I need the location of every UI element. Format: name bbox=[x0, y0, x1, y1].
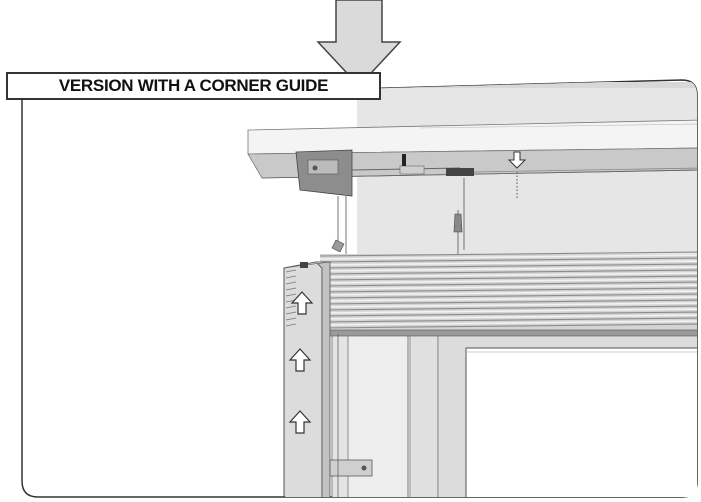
up-arrow-icon bbox=[290, 291, 314, 315]
window-frame bbox=[331, 333, 697, 497]
caption-text: VERSION WITH A CORNER GUIDE bbox=[58, 76, 329, 95]
blind-slats bbox=[319, 251, 697, 337]
lintel bbox=[247, 119, 697, 179]
down-arrow-icon bbox=[316, 0, 402, 88]
head-rail-bracket bbox=[295, 149, 697, 197]
caption-box: VERSION WITH A CORNER GUIDE bbox=[6, 72, 381, 100]
small-down-arrow-icon bbox=[507, 151, 527, 169]
up-arrow-icon bbox=[288, 410, 312, 434]
window-glass bbox=[465, 347, 697, 497]
bottom-rail bbox=[319, 329, 697, 337]
corner-guide-rail bbox=[283, 261, 373, 497]
up-arrow-icon bbox=[288, 348, 312, 372]
